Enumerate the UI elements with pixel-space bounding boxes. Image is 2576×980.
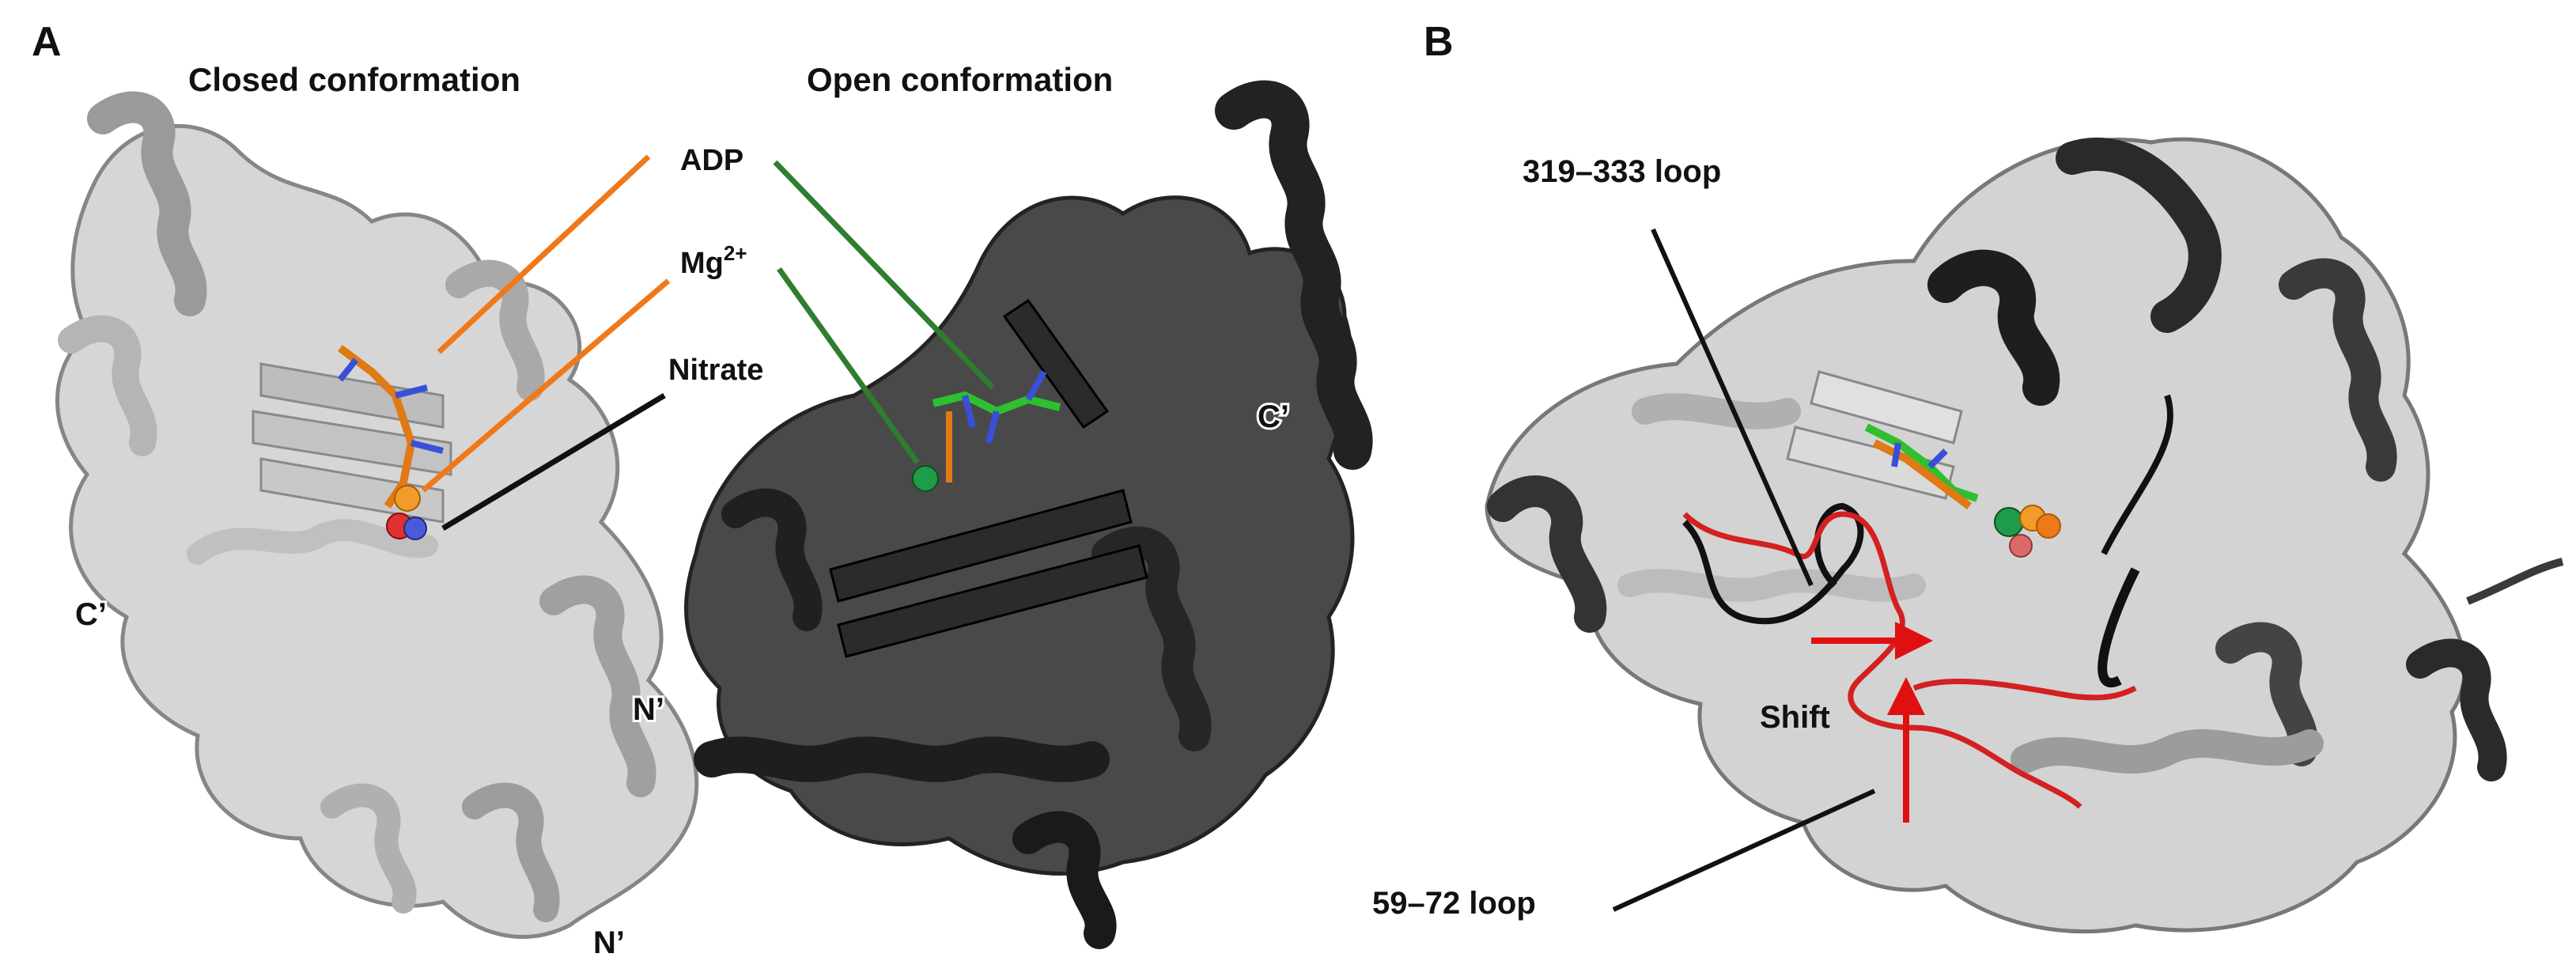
adp-leader-closed: [437, 154, 651, 354]
adp-leader-open: [773, 160, 995, 390]
mg-label-base: Mg: [680, 247, 724, 280]
adp-label: ADP: [680, 144, 743, 177]
c-terminus-open-label: C’: [1258, 399, 1289, 434]
panel-a: A Closed conformation Open conformation …: [32, 19, 1373, 963]
panel-b-letter: B: [1424, 19, 1454, 65]
open-conformation-structure: [684, 80, 1373, 949]
panel-a-letter: A: [32, 19, 62, 65]
closed-conformation-title: Closed conformation: [188, 61, 520, 98]
shift-arrows: [1811, 622, 1933, 823]
panel-b: B 319–333 loop Shift 59–72 loop: [1372, 19, 2564, 934]
loop-top-leader: [1651, 228, 1814, 587]
c-terminus-closed-label: C’: [75, 597, 107, 632]
loop-319-333-black: [1682, 502, 1864, 625]
loop-59-72-label: 59–72 loop: [1372, 886, 1536, 921]
superposed-ligands: [1864, 423, 2061, 558]
mg-leader-closed: [421, 278, 671, 493]
superposed-structures: [1485, 137, 2564, 934]
shift-label: Shift: [1760, 700, 1830, 735]
open-ligands: [912, 370, 1061, 492]
mg-leader-open: [777, 267, 920, 465]
loop-bottom-leader: [1612, 789, 1876, 912]
panel-b-leaders: [1612, 228, 1876, 912]
mg-label-superscript: 2+: [724, 241, 747, 265]
mg-label: Mg2+: [680, 241, 747, 280]
loop-319-333-label: 319–333 loop: [1523, 154, 1721, 189]
nitrate-label: Nitrate: [668, 354, 763, 387]
n-terminus-open-label: N’: [633, 692, 664, 727]
nitrate-leader: [441, 392, 666, 532]
n-terminus-closed-label: N’: [593, 925, 625, 960]
closed-conformation-structure: [55, 91, 699, 939]
panel-a-leaders: [421, 154, 995, 532]
closed-ligands: [337, 345, 444, 540]
open-conformation-title: Open conformation: [807, 61, 1113, 98]
